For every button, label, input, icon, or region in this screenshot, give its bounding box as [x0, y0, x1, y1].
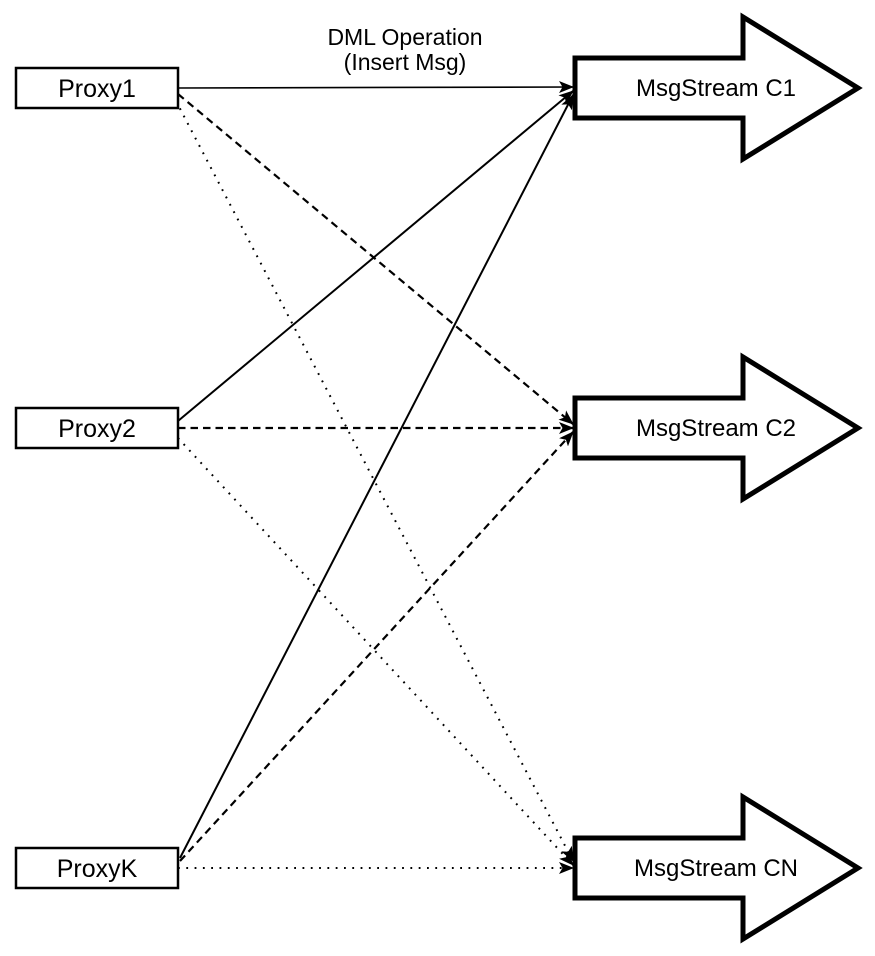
edge-proxy1-msgstream-c1	[177, 81, 574, 94]
msgstream-cn-node: MsgStream CN	[572, 792, 863, 944]
proxyk-label: ProxyK	[57, 855, 138, 883]
proxy1-node: Proxy1	[14, 66, 180, 110]
edges	[175, 81, 574, 874]
diagram-title: DML Operation (Insert Msg)	[327, 24, 482, 75]
msgstream-c2-arrow	[572, 352, 863, 504]
msgstream-c1-label: MsgStream C1	[636, 75, 796, 102]
msgstream-c1-node: MsgStream C1	[572, 12, 863, 164]
proxy1-box	[14, 66, 180, 110]
msgstream-cn-label: MsgStream CN	[634, 855, 798, 882]
msgstream-c1-arrow	[572, 12, 863, 164]
title-line-2: (Insert Msg)	[344, 49, 467, 75]
edge-proxy1-msgstream-cn	[175, 100, 574, 862]
proxy2-label: Proxy2	[58, 415, 136, 443]
edge-proxyk-msgstream-c1	[179, 94, 574, 859]
proxy1-label: Proxy1	[58, 75, 136, 103]
proxyk-box	[14, 846, 180, 890]
msgstream-c2-node: MsgStream C2	[572, 352, 863, 504]
proxy2-box	[14, 406, 180, 450]
title-line-1: DML Operation	[327, 24, 482, 50]
msgstream-cn-arrow	[572, 792, 863, 944]
edge-proxy2-msgstream-c1	[177, 90, 574, 422]
edge-proxy1-msgstream-c2	[177, 93, 574, 425]
proxy2-node: Proxy2	[14, 406, 180, 450]
proxyk-node: ProxyK	[14, 846, 180, 890]
msgstream-c2-label: MsgStream C2	[636, 415, 796, 442]
edge-proxyk-msgstream-c2	[179, 431, 574, 862]
edge-proxy2-msgstream-cn	[177, 437, 574, 866]
